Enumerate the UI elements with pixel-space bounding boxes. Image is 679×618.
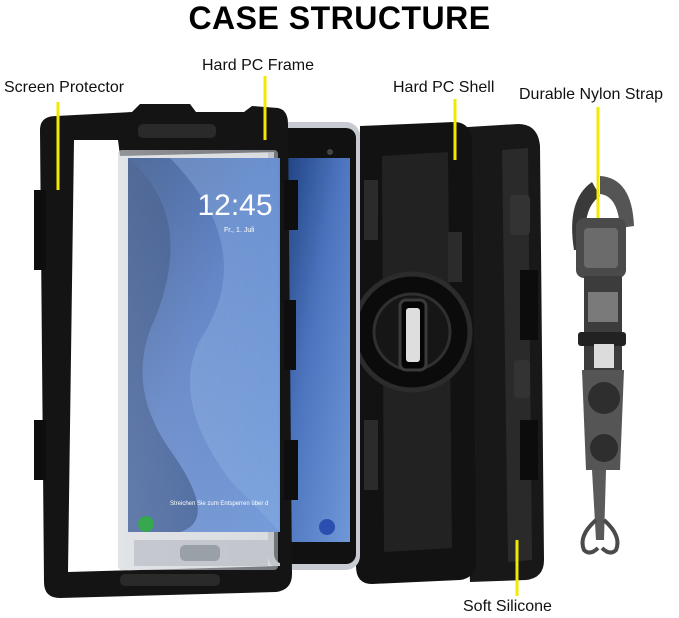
hard-pc-shell-layer	[351, 122, 476, 584]
label-hard-pc-shell: Hard PC Shell	[393, 79, 495, 96]
callout-lines	[56, 76, 600, 596]
page-title: CASE STRUCTURE	[188, 0, 491, 36]
label-soft-silicone: Soft Silicone	[463, 598, 552, 615]
label-hard-pc-frame: Hard PC Frame	[202, 57, 315, 74]
lockscreen-time: 12:45	[197, 189, 272, 222]
home-button	[180, 545, 220, 561]
camera-app-icon	[319, 519, 335, 535]
lockscreen-date: Fr., 1. Juli	[224, 227, 255, 234]
label-screen-protector: Screen Protector	[4, 79, 125, 96]
label-nylon-strap: Durable Nylon Strap	[519, 86, 664, 103]
nylon-strap	[572, 176, 634, 555]
tablet-screen	[118, 150, 280, 570]
lockscreen-unlock-hint: Streichen Sie zum Entsperren über d	[170, 501, 268, 507]
hard-pc-frame-layer	[34, 104, 298, 598]
phone-app-icon	[138, 516, 154, 532]
